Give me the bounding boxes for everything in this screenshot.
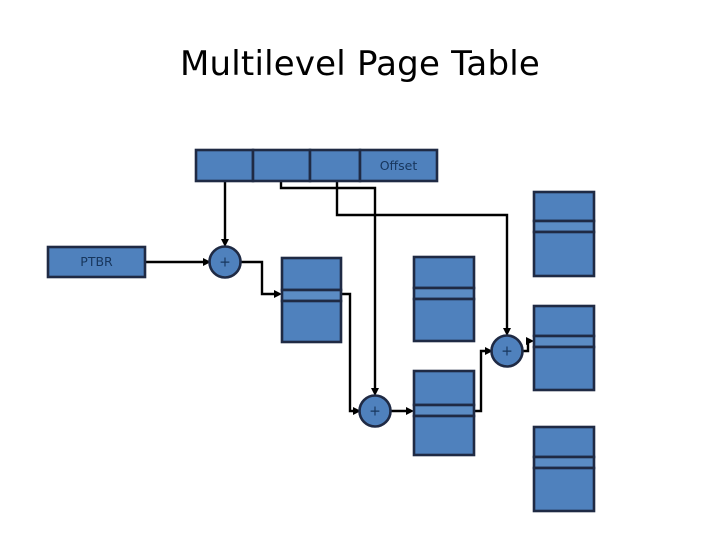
- page-table-level1[interactable]: [280, 256, 343, 344]
- ptbr-register-label: PTBR: [80, 254, 113, 269]
- arrowhead-adder2-left: [353, 407, 361, 415]
- ptbr-register[interactable]: PTBR: [46, 245, 147, 279]
- address-segment-level3[interactable]: [308, 148, 362, 183]
- page-title: Multilevel Page Table: [179, 44, 540, 84]
- memory-frame-bottom-upper-cell: [532, 425, 596, 459]
- page-table-level1-upper-cell: [280, 256, 343, 292]
- page-table-level3[interactable]: [412, 369, 476, 457]
- virtual-address-bar: Offset: [194, 148, 439, 183]
- arrowhead-seg2: [371, 388, 379, 396]
- adder-level2[interactable]: +: [358, 394, 392, 428]
- page-table-level3-lower-cell: [412, 414, 476, 457]
- adder-level1[interactable]: +: [208, 245, 242, 279]
- adder-level2-label: +: [369, 404, 381, 420]
- page-table-level2-selected-entry[interactable]: [412, 286, 476, 301]
- memory-frame-top-upper-cell: [532, 190, 596, 223]
- memory-frame-top[interactable]: [532, 190, 596, 278]
- connector-adder1-to-table1: [240, 260, 279, 296]
- memory-frame-top-entry[interactable]: [532, 219, 596, 234]
- page-table-level2[interactable]: [412, 255, 476, 343]
- page-table-level1-lower-cell: [280, 299, 343, 344]
- ptbr-register-box[interactable]: [46, 245, 147, 279]
- adder-level1-label: +: [219, 255, 231, 271]
- page-table-level3-selected-entry[interactable]: [412, 403, 476, 418]
- page-table-level3-upper-cell: [412, 369, 476, 407]
- memory-frame-top-lower-cell: [532, 230, 596, 278]
- connector-seg2-to-adder2: [279, 181, 377, 393]
- page-table-level1-selected-entry[interactable]: [280, 288, 343, 303]
- arrowhead-seg1: [221, 239, 229, 247]
- page-table-level2-lower-cell: [412, 297, 476, 343]
- arrowhead-ptbr: [203, 258, 211, 266]
- memory-frame-middle[interactable]: [532, 304, 596, 392]
- adder-level1-circle[interactable]: [208, 245, 242, 279]
- memory-frame-middle-target-word[interactable]: [532, 334, 596, 349]
- memory-frame-bottom[interactable]: [532, 425, 596, 513]
- connector-table3-to-adder3: [474, 349, 490, 413]
- arrowhead-offset: [503, 328, 511, 336]
- adder-level3-label: +: [501, 344, 513, 360]
- connector-offset-to-adder3: [335, 181, 509, 333]
- adder-level3-circle[interactable]: [490, 334, 524, 368]
- adder-level3[interactable]: +: [490, 334, 524, 368]
- page-table-level2-upper-cell: [412, 255, 476, 290]
- connector-lines: [145, 181, 534, 415]
- arrowhead-table1: [274, 290, 282, 298]
- memory-frame-bottom-entry[interactable]: [532, 455, 596, 470]
- arrowhead-memory-frame: [526, 337, 534, 345]
- memory-frame-middle-upper-cell: [532, 304, 596, 338]
- memory-frame-middle-lower-cell: [532, 345, 596, 392]
- address-segment-level1[interactable]: [194, 148, 255, 183]
- address-segment-offset[interactable]: [358, 148, 439, 183]
- adder-level2-circle[interactable]: [358, 394, 392, 428]
- address-segment-level2[interactable]: [251, 148, 312, 183]
- memory-frame-bottom-lower-cell: [532, 466, 596, 513]
- address-segment-offset-label: Offset: [380, 158, 418, 173]
- arrowhead-table3: [406, 407, 414, 415]
- arrowhead-adder3-left: [485, 347, 493, 355]
- connector-table1-to-adder2: [341, 292, 358, 413]
